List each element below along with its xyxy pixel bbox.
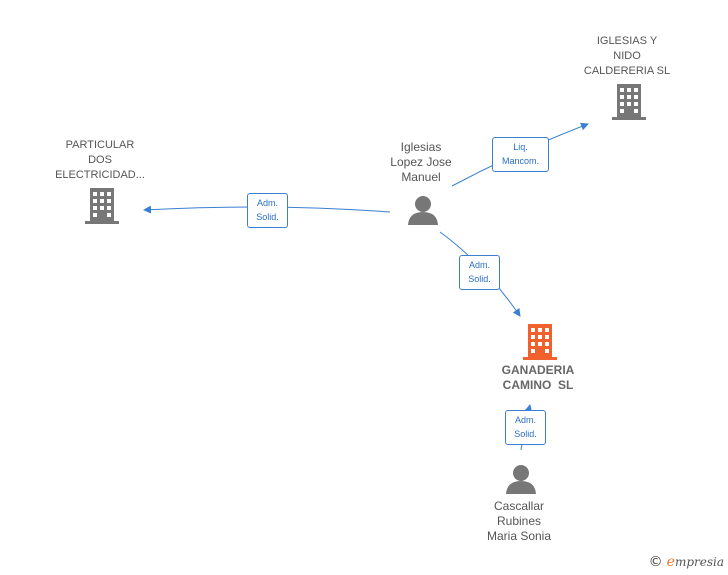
node-label-ganaderia: GANADERIA CAMINO SL [501, 363, 575, 392]
edge-label-adm-solid-down[interactable]: Adm. Solid. [459, 255, 500, 290]
building-icon[interactable] [523, 324, 557, 360]
person-icon[interactable] [505, 464, 537, 494]
empresia-logo: ©empresia [648, 554, 724, 570]
edge-label-adm-solid-left[interactable]: Adm. Solid. [247, 193, 288, 228]
copyright-icon: © [648, 554, 663, 570]
edge-label-adm-solid-bottom[interactable]: Adm. Solid. [505, 410, 546, 445]
edge-label-liq-mancom[interactable]: Liq. Mancom. [492, 137, 549, 172]
building-icon[interactable] [85, 188, 119, 224]
node-label-iglesias-nido: IGLESIAS Y NIDO CALDERERIA SL [583, 35, 671, 77]
node-label-particular-dos: PARTICULAR DOS ELECTRICIDAD... [55, 139, 145, 181]
person-icon[interactable] [407, 195, 439, 225]
node-label-cascallar: Cascallar Rubines Maria Sonia [486, 499, 552, 543]
building-icon[interactable] [612, 84, 646, 120]
node-label-iglesias-lopez: Iglesias Lopez Jose Manuel [390, 140, 452, 184]
